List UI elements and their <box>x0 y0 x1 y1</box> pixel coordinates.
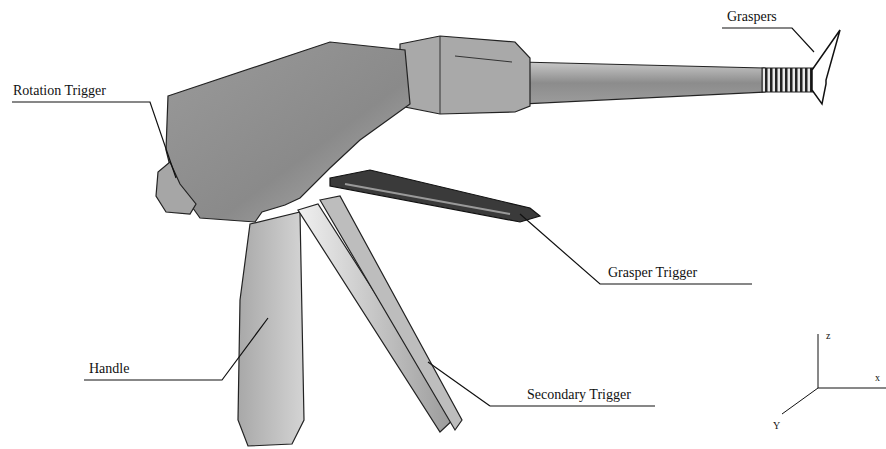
axis-label: z <box>825 330 831 341</box>
handle <box>238 212 304 446</box>
part-label: Secondary Trigger <box>526 387 632 402</box>
part-label: Rotation Trigger <box>12 83 107 98</box>
axis-triad <box>782 334 886 414</box>
leader-lines <box>12 28 814 406</box>
rotation-trigger <box>156 162 196 214</box>
knurled-tip <box>762 68 814 92</box>
main-body <box>166 42 410 222</box>
grasper-jaws <box>812 30 840 104</box>
axis-label: Y <box>772 420 781 431</box>
secondary-trigger <box>298 204 455 432</box>
shaft <box>520 62 765 104</box>
part-label: Graspers <box>726 9 778 24</box>
part-label: Grasper Trigger <box>607 265 698 280</box>
axis-label: x <box>874 372 881 383</box>
grasper-trigger <box>330 170 540 222</box>
part-label: Handle <box>88 361 130 376</box>
barrel-housing <box>400 36 530 114</box>
